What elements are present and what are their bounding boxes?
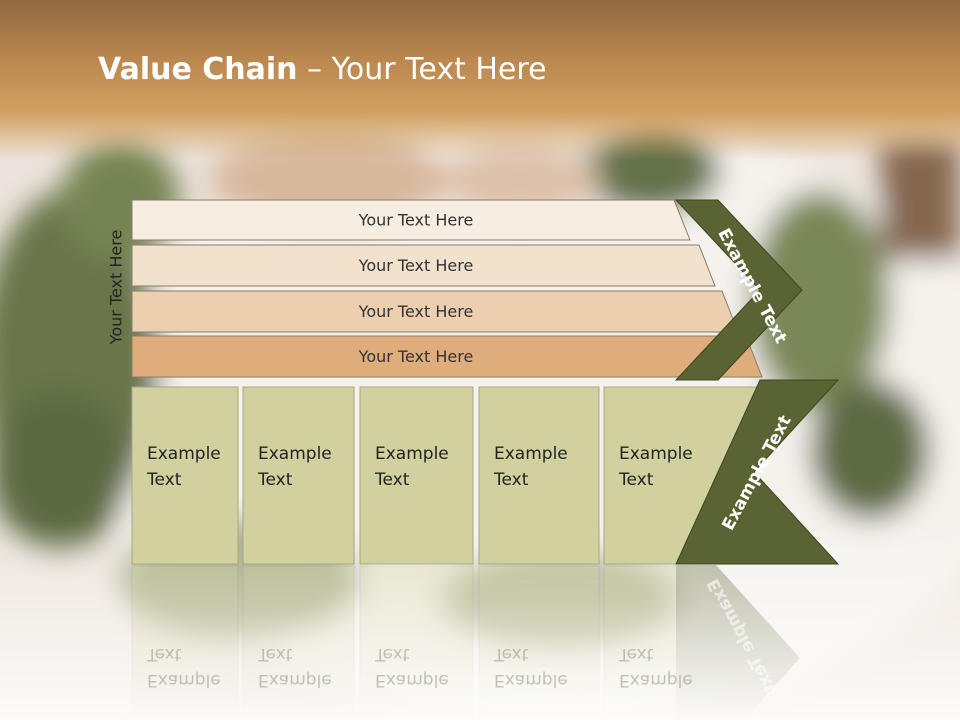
activity-box-label-1-line1: Example — [147, 444, 221, 464]
activity-box-label-3-line1: Example — [375, 444, 449, 464]
activity-box-reflection-label-5-line2: Text — [618, 644, 654, 664]
activity-box-reflection-1 — [131, 565, 239, 720]
chevron-reflection — [676, 565, 800, 720]
activity-box-reflection-3 — [359, 565, 474, 720]
slide-title: Value Chain – Your Text Here — [98, 52, 547, 87]
activity-box-reflection-label-3-line1: Example — [375, 670, 449, 690]
value-bar-1 — [131, 199, 691, 241]
chevron-top — [674, 199, 803, 381]
activity-box-label-4-line1: Example — [494, 444, 568, 464]
value-bar-label-3: Your Text Here — [358, 302, 474, 321]
activity-box-label-5-line1: Example — [619, 444, 693, 464]
value-bar-2 — [131, 244, 716, 287]
activity-box-label-1-line2: Text — [146, 470, 182, 490]
activity-box-reflection-label-1-line1: Example — [147, 670, 221, 690]
value-bar-4 — [131, 335, 763, 378]
value-bar-label-1: Your Text Here — [358, 211, 474, 230]
value-bar-label-2: Your Text Here — [358, 256, 474, 275]
activity-box-label-2-line2: Text — [257, 470, 293, 490]
activity-box-reflection-label-2-line1: Example — [258, 670, 332, 690]
activity-box-reflection-label-1-line2: Text — [146, 644, 182, 664]
activity-box-label-3-line2: Text — [374, 470, 410, 490]
activity-box-3 — [359, 386, 474, 565]
title-band — [0, 0, 960, 160]
activity-box-1 — [131, 386, 239, 565]
activity-box-reflection-label-4-line2: Text — [493, 644, 529, 664]
activity-box-reflection-2 — [242, 565, 355, 720]
title-rest: – Your Text Here — [297, 52, 547, 87]
chevron-bottom — [675, 379, 840, 565]
diagram-reflection — [131, 565, 800, 720]
value-bar-label-4: Your Text Here — [358, 347, 474, 366]
activity-box-label-5-line2: Text — [618, 470, 654, 490]
activity-box-reflection-4 — [478, 565, 600, 720]
activity-box-reflection-label-4-line1: Example — [494, 670, 568, 690]
activity-box-4 — [478, 386, 600, 565]
activity-box-reflection-label-2-line2: Text — [257, 644, 293, 664]
title-bold: Value Chain — [98, 52, 298, 87]
activity-box-2 — [242, 386, 355, 565]
activity-box-label-4-line2: Text — [493, 470, 529, 490]
activity-box-label-2-line1: Example — [258, 444, 332, 464]
activity-box-reflection-label-5-line1: Example — [619, 670, 693, 690]
activity-box-reflection-label-3-line2: Text — [374, 644, 410, 664]
